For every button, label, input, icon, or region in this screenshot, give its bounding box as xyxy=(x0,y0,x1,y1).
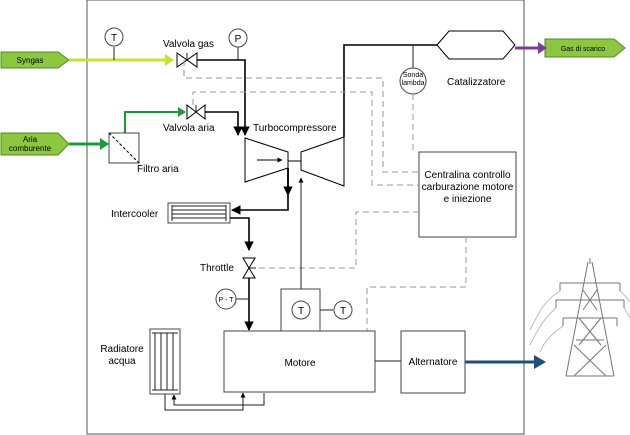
exhaust-label: Gas di scarico xyxy=(561,46,605,53)
lambda-sensor-label: Sonda lambda xyxy=(401,72,425,87)
exhaust-output-arrow: Gas di scarico xyxy=(544,38,626,58)
throttle-signal-line xyxy=(257,211,419,269)
ecu-label: Centralina controllo carburazione motore… xyxy=(421,170,514,205)
plant-boundary xyxy=(86,0,525,435)
air-line-filtered-arrowhead xyxy=(178,107,186,117)
syngas-input-arrow: Syngas xyxy=(0,51,70,69)
air-valve-signal-line xyxy=(192,91,419,186)
air-line-in-arrowhead xyxy=(100,138,109,150)
coolant-return-line xyxy=(164,392,246,411)
catalyst-icon xyxy=(436,30,516,60)
pressure-sensor-label: P xyxy=(235,34,242,45)
catalyst-label: Catalizzatore xyxy=(447,77,506,88)
engine-temperature-sensor-2 xyxy=(333,300,353,320)
air-to-turbo-pipe xyxy=(205,111,243,136)
gas-valve-label: Valvola gas xyxy=(163,39,214,50)
ecu-block xyxy=(418,151,517,238)
syngas-temperature-sensor xyxy=(104,27,124,47)
turbine-to-catalyst-pipe xyxy=(343,44,437,137)
intercooler-to-throttle-pipe xyxy=(230,217,254,251)
throttle-label: Throttle xyxy=(200,263,234,274)
engine-signal-line xyxy=(366,237,467,331)
radiator-label: Radiatore acqua xyxy=(100,344,144,367)
turbocompressor-icon xyxy=(244,136,345,187)
gas-valve-signal-line xyxy=(183,60,419,173)
air-filter-label: Filtro aria xyxy=(137,164,179,175)
gas-valve-icon xyxy=(176,52,198,68)
exhaust-line-arrowhead xyxy=(538,42,547,54)
radiator-icon xyxy=(149,328,181,395)
manifold-pt-sensor xyxy=(215,288,237,310)
engine-block xyxy=(223,330,376,393)
air-valve-icon xyxy=(186,103,206,121)
engine-temp-1-label: T xyxy=(298,306,304,317)
alternator-label: Alternatore xyxy=(409,357,458,368)
throttle-icon xyxy=(242,257,256,279)
power-pylon-icon xyxy=(529,258,630,377)
syngas-line-arrowhead xyxy=(165,54,174,66)
intercooler-icon xyxy=(167,202,231,224)
engine-label: Motore xyxy=(284,358,316,369)
alternator-block xyxy=(400,330,466,394)
air-valve-label: Valvola aria xyxy=(163,123,215,134)
pt-sensor-label: P - T xyxy=(219,297,235,304)
air-input-arrow: Aria comburente xyxy=(0,132,70,156)
air-filter-icon xyxy=(108,132,140,164)
engine-temperature-sensor-1 xyxy=(291,300,311,320)
intercooler-label: Intercooler xyxy=(111,209,159,220)
air-line-filtered xyxy=(124,111,184,133)
engine-temp-2-label: T xyxy=(340,306,346,317)
turbo-label: Turbocompressore xyxy=(253,123,337,134)
syngas-label: Syngas xyxy=(17,56,44,65)
gas-to-turbo-pipe xyxy=(197,59,250,136)
air-label: Aria comburente xyxy=(8,135,52,153)
power-output-arrowhead xyxy=(534,355,546,369)
syngas-pressure-sensor xyxy=(228,28,248,48)
coolant-supply-line xyxy=(171,393,265,406)
temp-sensor-label: T xyxy=(111,33,117,44)
